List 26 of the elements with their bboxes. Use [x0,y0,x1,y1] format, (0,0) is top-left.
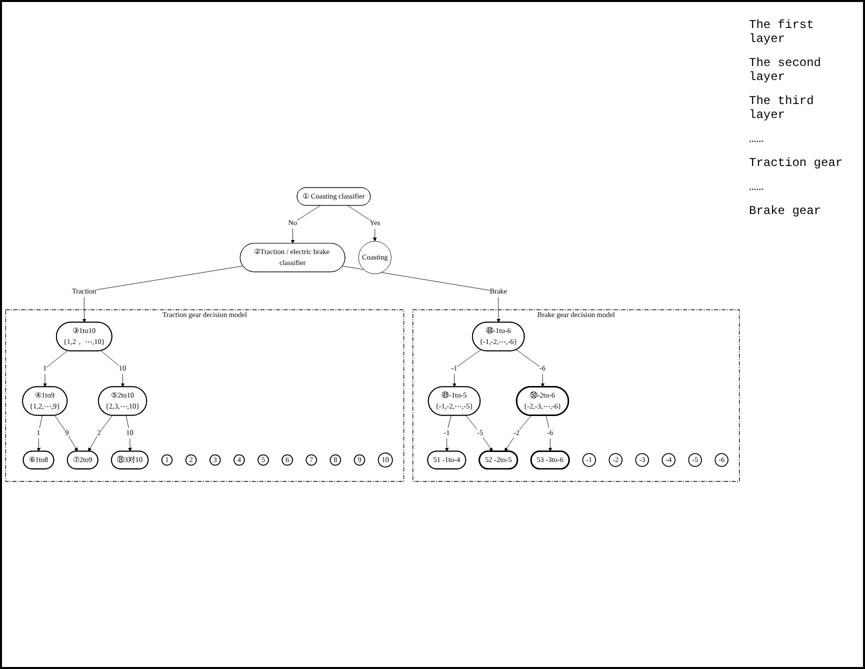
node-circle [635,453,649,467]
node-circle [161,454,173,466]
node-circle [378,452,393,468]
node-circle [282,454,293,466]
node-circle [662,453,676,467]
node-circle [354,454,366,466]
note-label: Brake gear [749,204,822,218]
node-circle [330,454,342,466]
node-circle [209,454,221,466]
node-circle [185,454,197,466]
node-circle [358,240,392,274]
node-circle [714,453,728,467]
note-label: Traction gear [749,156,844,170]
cluster [5,309,404,482]
note-label: The first layer [749,18,815,46]
node-circle [582,453,596,467]
note-label: The second layer [749,56,822,84]
node-circle [688,453,702,467]
node-circle [608,453,623,467]
node-circle [306,454,318,466]
note-label: …… [749,180,764,194]
note-label: …… [749,132,764,146]
node-circle [258,454,269,466]
cluster [412,309,740,482]
note-label: The third layer [749,94,815,122]
node-circle [234,454,245,466]
